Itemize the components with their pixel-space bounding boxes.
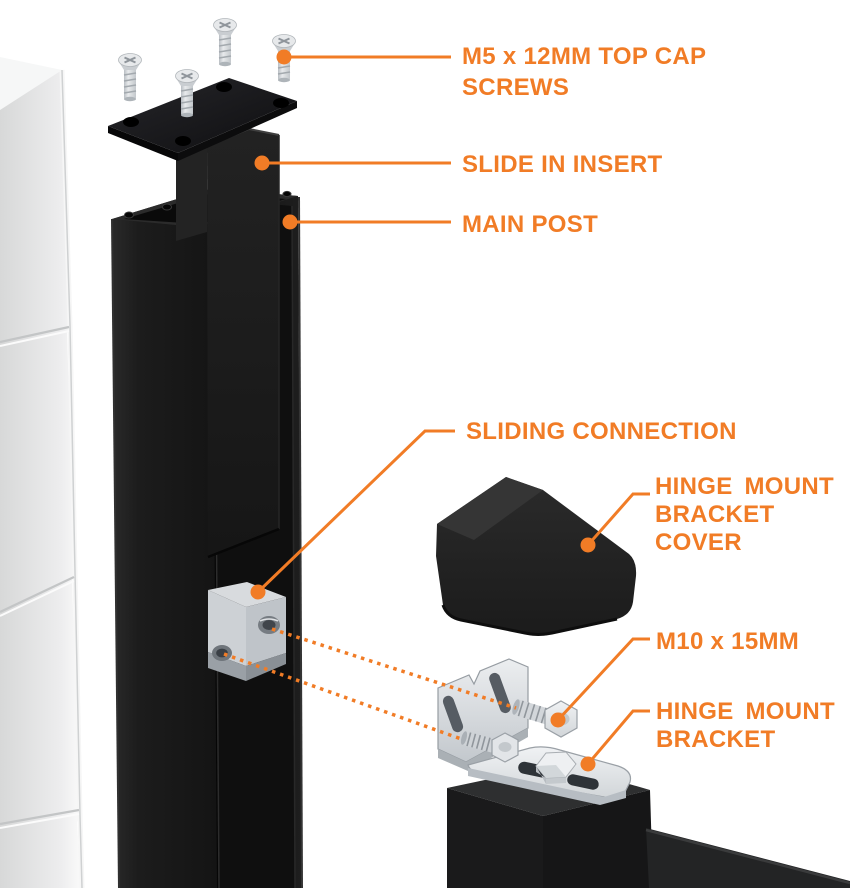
label-main-post: MAIN POST: [462, 211, 599, 238]
callout-dots: [250, 49, 596, 772]
label-top-cap-screws: M5 x 12MM TOP CAP SCREWS: [462, 43, 707, 101]
leader-m10-screw: [556, 637, 650, 722]
callout-lines: [223, 55, 650, 765]
top-cap-plate: [108, 78, 297, 161]
label-sliding-connection: SLIDING CONNECTION: [466, 418, 737, 445]
label-slide-in-insert: SLIDE IN INSERT: [462, 151, 663, 178]
masonry-wall: [0, 57, 85, 888]
hinge-mount-bracket-cover: [436, 477, 637, 636]
label-m10-screw: M10 x 15MM: [656, 628, 800, 655]
alignment-dotted-line: [271, 627, 517, 710]
hinge-mount-bracket: [437, 658, 632, 805]
slide-in-insert: [175, 127, 280, 559]
leader-bracket-cover: [586, 492, 650, 546]
m10-bolt: [460, 731, 519, 763]
leader-sliding-connection: [256, 429, 455, 594]
leader-bracket: [586, 709, 650, 765]
label-hinge-mount-bracket: HINGE MOUNT BRACKET: [656, 698, 835, 753]
sliding-connection-block: [208, 582, 286, 681]
label-hinge-mount-bracket-cover: HINGE MOUNT BRACKET COVER: [655, 473, 834, 556]
